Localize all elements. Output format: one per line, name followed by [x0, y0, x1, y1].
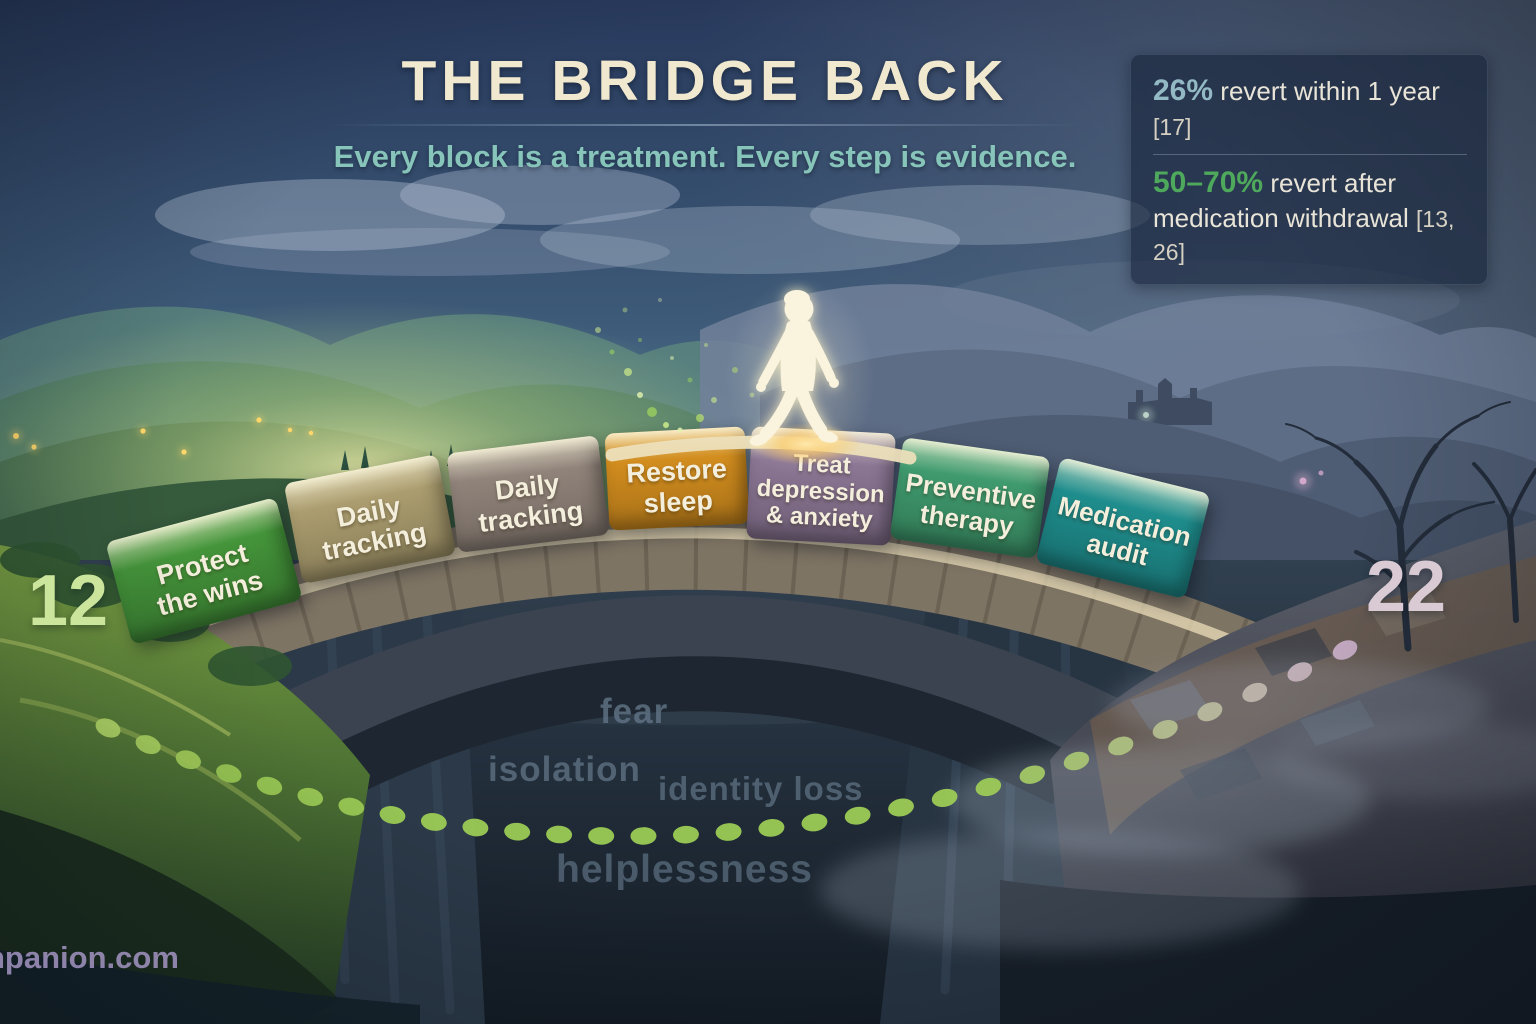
block-treat-depression-anxiety: Treat depression & anxiety: [746, 426, 896, 546]
header: THE BRIDGE BACK Every block is a treatme…: [320, 48, 1090, 175]
block-label: Medication audit: [1055, 490, 1195, 572]
chasm-word-identity-loss: identity loss: [658, 770, 864, 807]
block-label: Protect the wins: [153, 537, 266, 622]
stat-line-1: 26% revert within 1 year [17]: [1153, 72, 1467, 144]
stat-line-2: 50–70% revert after medication withdrawa…: [1153, 164, 1467, 269]
block-protect-the-wins: Protect the wins: [105, 497, 303, 645]
stat-text-1: revert within 1 year: [1220, 76, 1440, 106]
block-daily-tracking-1: Daily tracking: [283, 454, 457, 584]
watermark: npanion.com: [0, 940, 179, 975]
block-label: Preventive therapy: [903, 466, 1039, 542]
chasm-word-helplessness: helplessness: [556, 848, 813, 891]
block-restore-sleep: Restore sleep: [604, 426, 750, 531]
title-divider: [328, 124, 1082, 126]
stats-box: 26% revert within 1 year [17] 50–70% rev…: [1130, 54, 1488, 285]
chasm-word-isolation: isolation: [488, 750, 641, 789]
stat-ref-1: [17]: [1153, 114, 1192, 141]
milestone-start: 12: [28, 561, 109, 641]
block-daily-tracking-2: Daily tracking: [446, 435, 610, 553]
page-title: THE BRIDGE BACK: [401, 49, 1009, 113]
stat-value-2: 50–70%: [1153, 165, 1264, 199]
stat-value-1: 26%: [1153, 74, 1214, 107]
block-medication-audit: Medication audit: [1035, 456, 1211, 600]
block-label: Daily tracking: [319, 491, 429, 567]
block-label: Daily tracking: [476, 467, 585, 539]
block-label: Treat depression & anxiety: [756, 449, 886, 535]
page-subtitle: Every block is a treatment. Every step i…: [333, 139, 1077, 174]
milestone-end: 22: [1366, 547, 1447, 627]
block-preventive-therapy: Preventive therapy: [889, 437, 1051, 559]
block-label: Restore sleep: [625, 453, 728, 519]
stats-divider: [1153, 153, 1467, 155]
chasm-word-fear: fear: [600, 692, 669, 731]
